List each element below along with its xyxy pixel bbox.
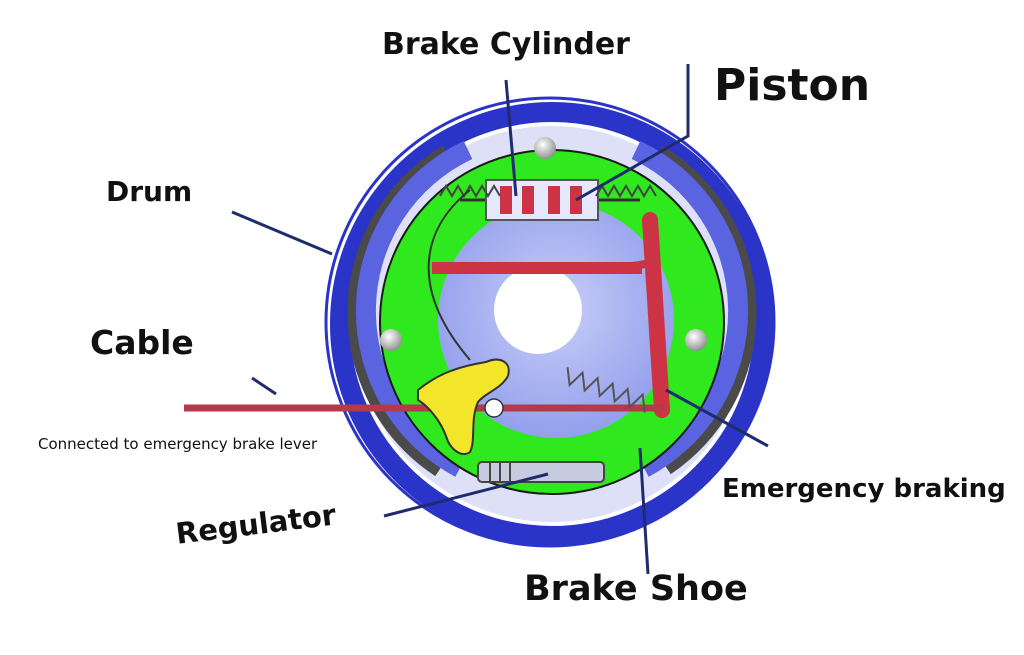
left-brake-shoe [355, 140, 473, 477]
leader-regulator [383, 472, 549, 518]
brake-cylinder [439, 179, 657, 221]
hub-hole [494, 266, 582, 354]
anchor-pin-left [380, 329, 402, 351]
shoe-spring-wire [427, 189, 471, 361]
label-drum: Drum [106, 175, 193, 208]
label-cable-note: Connected to emergency brake lever [38, 435, 318, 453]
leader-cable [251, 376, 277, 396]
label-brake-shoe: Brake Shoe [524, 569, 748, 609]
right-brake-shoe [631, 140, 749, 477]
drum-rim [330, 102, 774, 546]
left-lining [347, 145, 448, 477]
leader-brake-cylinder [504, 79, 518, 197]
adjuster-cam [417, 358, 510, 455]
leader-emergency [665, 388, 769, 448]
cam-pivot [484, 398, 504, 418]
anchor-pin-top [534, 137, 556, 159]
regulator [477, 461, 605, 483]
emergency-lever [432, 212, 670, 418]
return-spring [566, 367, 646, 413]
label-cable: Cable [90, 323, 194, 362]
anchor-pin-right [685, 329, 707, 351]
leader-lines [231, 64, 769, 575]
leader-piston [575, 64, 690, 202]
right-lining [657, 145, 757, 475]
leader-brake-shoe [638, 447, 650, 575]
label-piston: Piston [714, 60, 871, 111]
leader-drum [231, 210, 333, 256]
label-emergency-braking: Emergency braking [722, 474, 1006, 504]
label-brake-cylinder: Brake Cylinder [382, 27, 630, 62]
